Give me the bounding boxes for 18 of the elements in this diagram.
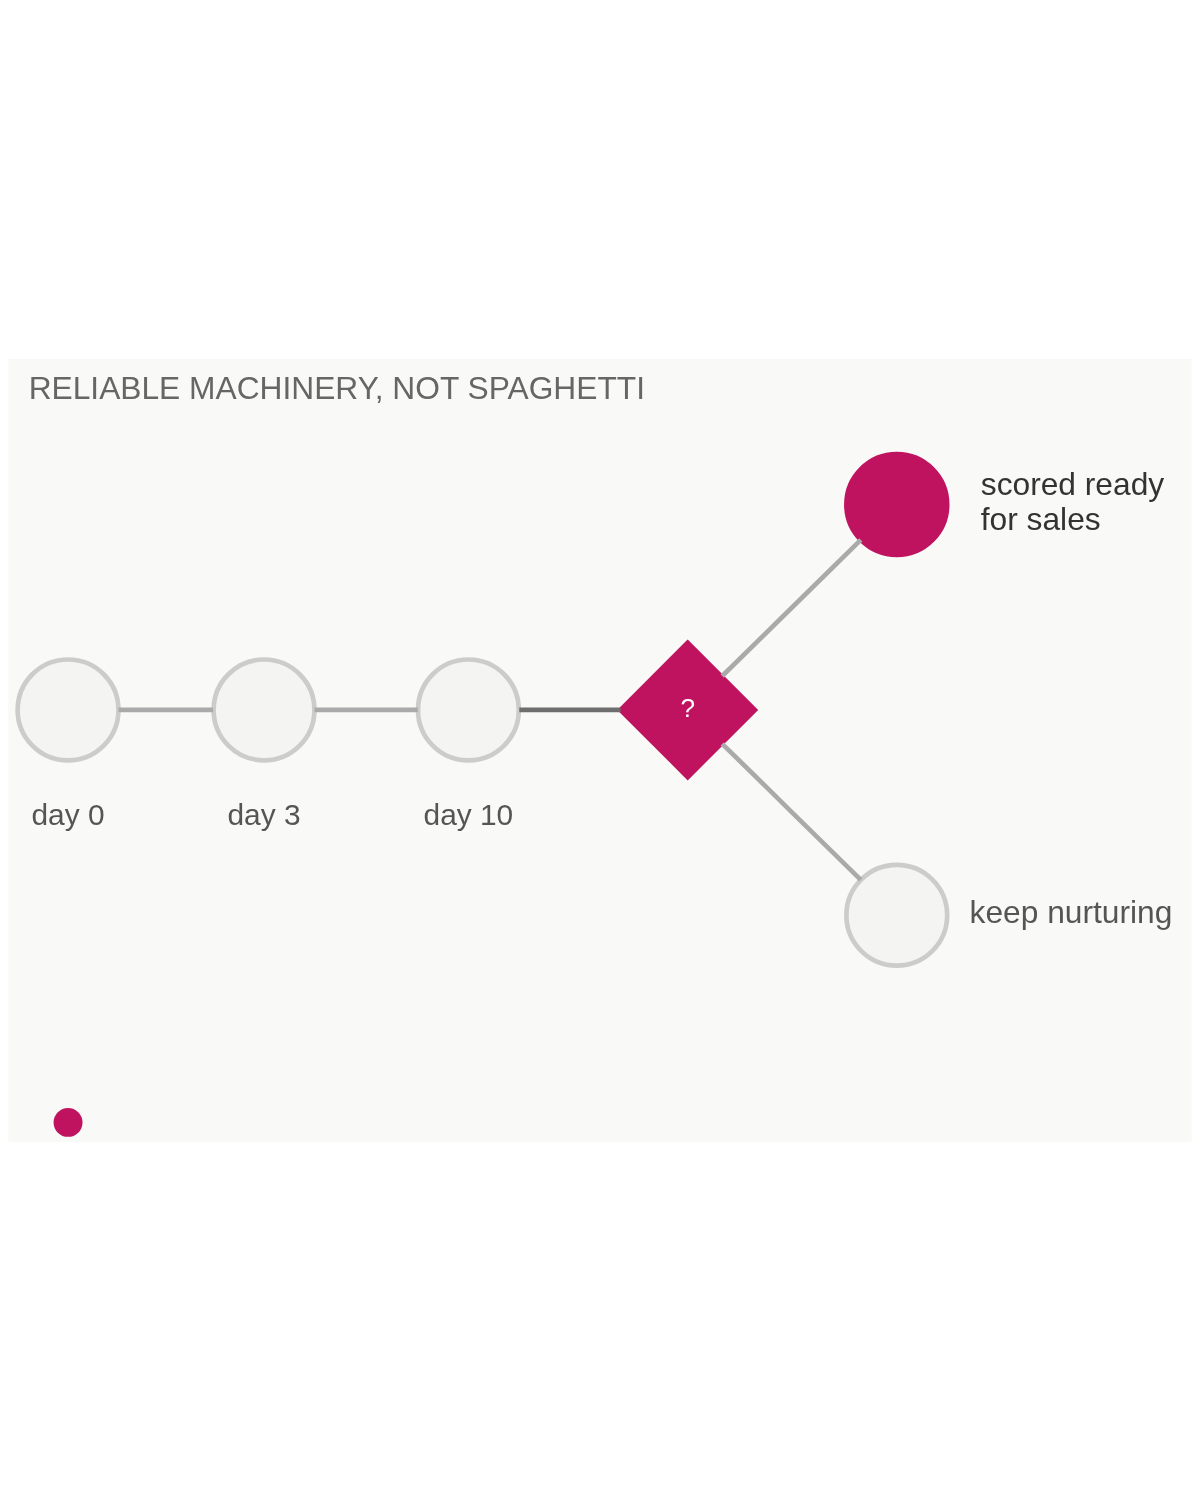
node-label: day 0 bbox=[31, 797, 105, 831]
node-circle bbox=[15, 656, 121, 763]
connector bbox=[118, 707, 214, 712]
connector bbox=[519, 707, 621, 712]
connector bbox=[314, 707, 418, 712]
node-circle bbox=[844, 451, 950, 557]
node-circle bbox=[211, 656, 317, 763]
diagram-title: RELIABLE MACHINERY, NOT SPAGHETTI bbox=[28, 369, 645, 406]
connector bbox=[720, 741, 863, 882]
node-label: day 3 bbox=[227, 797, 301, 831]
node-circle bbox=[53, 1107, 83, 1137]
node-label: keep nurturing bbox=[969, 893, 1173, 930]
node-label: day 10 bbox=[423, 797, 514, 831]
node-circle bbox=[415, 656, 522, 763]
node-circle bbox=[844, 862, 950, 968]
node-label: scored ready for sales bbox=[980, 465, 1165, 537]
node-diamond: ? bbox=[617, 638, 759, 780]
connector bbox=[720, 537, 863, 678]
